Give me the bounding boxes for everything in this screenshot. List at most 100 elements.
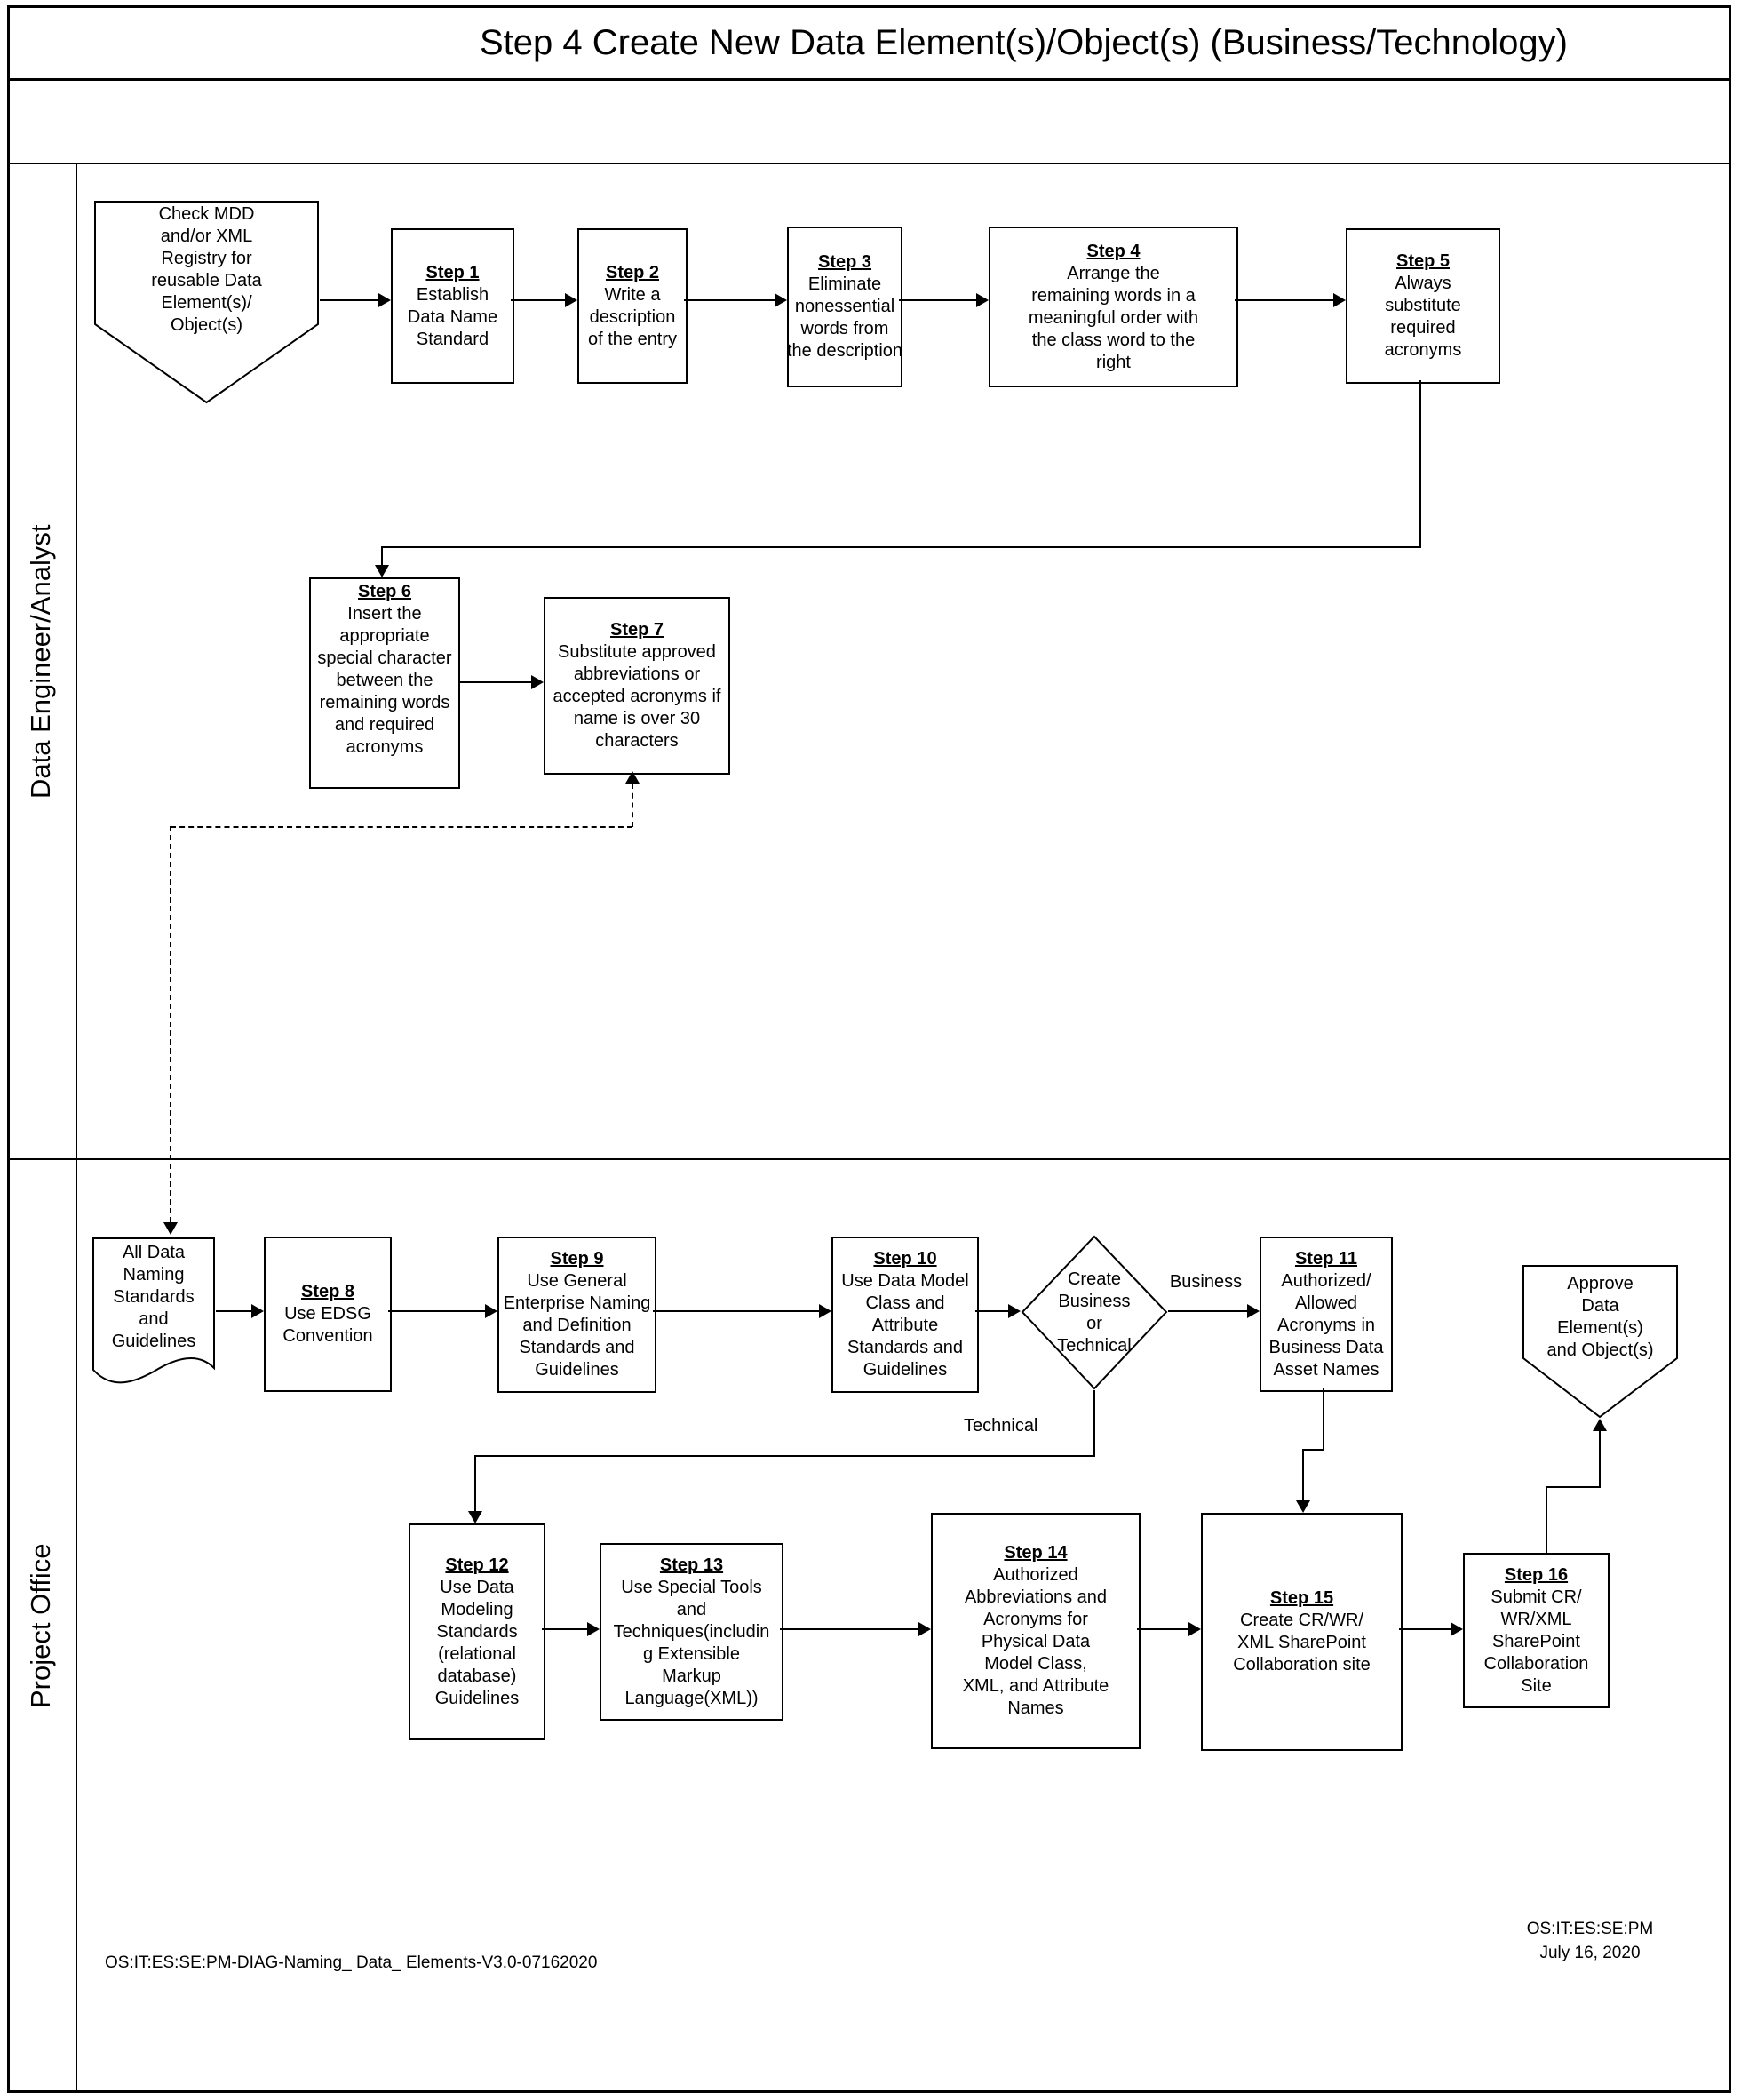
- edge-step6-step7: [460, 681, 531, 683]
- page-border: [7, 5, 1731, 2093]
- edge-step16-approve-v1: [1546, 1486, 1547, 1553]
- edge-step11-step15-h: [1302, 1449, 1324, 1451]
- edge-step14-step15: [1137, 1628, 1188, 1630]
- arrowhead-step9: [485, 1304, 497, 1318]
- node-step7: Step 7 Substitute approved abbreviations…: [544, 597, 730, 775]
- arrowhead-step8: [251, 1304, 264, 1318]
- diamond-shape: [1021, 1235, 1168, 1390]
- step14-title: Step 14: [1004, 1543, 1068, 1563]
- edge-step16-approve-h: [1546, 1486, 1601, 1488]
- arrowhead-step15-top: [1296, 1500, 1310, 1513]
- step1-title: Step 1: [425, 262, 480, 282]
- step16-body: Submit CR/ WR/XML SharePoint Collaborati…: [1483, 1587, 1589, 1696]
- edge-step11-step15-v1: [1323, 1388, 1324, 1451]
- arrowhead-step14: [918, 1622, 931, 1636]
- node-step1: Step 1 Establish Data Name Standard: [391, 228, 514, 384]
- footer-right-line2: July 16, 2020: [1539, 1944, 1641, 1962]
- lane-label-data-engineer-analyst: Data Engineer/Analyst: [25, 524, 56, 799]
- step10-title: Step 10: [873, 1249, 937, 1269]
- node-step5: Step 5 Always substitute required acrony…: [1346, 228, 1500, 384]
- arrowhead-step15-left: [1188, 1622, 1201, 1636]
- edge-step15-step16: [1399, 1628, 1451, 1630]
- arrowhead-step11: [1247, 1304, 1260, 1318]
- approve-text: Approve Data Element(s) and Object(s): [1546, 1274, 1654, 1360]
- step5-body: Always substitute required acronyms: [1384, 274, 1462, 360]
- label-technical: Technical: [964, 1416, 1038, 1436]
- step13-title: Step 13: [659, 1555, 724, 1575]
- node-step6: Step 6 Insert the appropriate special ch…: [309, 577, 460, 789]
- check-mdd-text: Check MDD and/or XML Registry for reusab…: [151, 204, 262, 335]
- step6-title: Step 6: [357, 582, 412, 601]
- node-step15: Step 15 Create CR/WR/ XML SharePoint Col…: [1201, 1513, 1403, 1751]
- step4-title: Step 4: [1086, 241, 1141, 261]
- step15-body: Create CR/WR/ XML SharePoint Collaborati…: [1233, 1611, 1371, 1674]
- edge-step4-step5: [1235, 299, 1333, 301]
- edge-step3-step4: [899, 299, 976, 301]
- edge-step5-step6-v2: [381, 546, 383, 565]
- edge-step10-decision: [975, 1310, 1008, 1312]
- arrowhead-alldata-dashed: [163, 1222, 178, 1235]
- lane-label-project-office: Project Office: [25, 1543, 56, 1708]
- arrowhead-approve: [1593, 1419, 1607, 1431]
- edge-decision-step11: [1168, 1310, 1247, 1312]
- edge-step1-step2: [511, 299, 565, 301]
- pentagon-down-shape: [94, 201, 319, 404]
- step7-body: Substitute approved abbreviations or acc…: [553, 642, 721, 751]
- node-all-data-doc: All Data Naming Standards and Guidelines: [91, 1237, 216, 1389]
- step9-title: Step 9: [550, 1249, 604, 1269]
- edge-step13-step14: [780, 1628, 918, 1630]
- node-step10: Step 10 Use Data Model Class and Attribu…: [831, 1237, 979, 1393]
- label-business: Business: [1169, 1272, 1243, 1292]
- decision-create-business-or-technical: Create Business or Technical: [1021, 1235, 1168, 1390]
- edge-checkmdd-step1: [320, 299, 378, 301]
- edge-step9-step10: [653, 1310, 819, 1312]
- step12-title: Step 12: [445, 1555, 509, 1575]
- step1-body: Establish Data Name Standard: [407, 284, 498, 349]
- node-step11: Step 11 Authorized/ Allowed Acronyms in …: [1260, 1237, 1393, 1392]
- lane-divider: [7, 1158, 1731, 1160]
- all-data-text: All Data Naming Standards and Guidelines: [111, 1243, 196, 1351]
- step3-title: Step 3: [817, 252, 872, 272]
- step7-title: Step 7: [609, 620, 664, 640]
- header-separator: [7, 163, 1731, 164]
- edge-technical-v1: [1093, 1390, 1095, 1457]
- pentagon-down-shape: [1522, 1265, 1678, 1419]
- arrowhead-step4: [976, 293, 989, 307]
- lane-label-divider: [76, 163, 77, 2093]
- title-separator: [7, 78, 1731, 81]
- edge-technical-v2: [474, 1455, 476, 1511]
- edge-technical-h: [474, 1455, 1095, 1457]
- step2-body: Write a description of the entry: [587, 284, 678, 349]
- arrowhead-step5: [1333, 293, 1346, 307]
- step14-body: Authorized Abbreviations and Acronyms fo…: [962, 1565, 1109, 1718]
- step6-body: Insert the appropriate special character…: [317, 604, 452, 757]
- arrowhead-step6: [375, 565, 389, 577]
- step8-title: Step 8: [300, 1282, 355, 1301]
- arrowhead-step13: [587, 1622, 600, 1636]
- decision-text: Create Business or Technical: [1057, 1269, 1132, 1356]
- step12-body: Use Data Modeling Standards (relational …: [434, 1577, 520, 1708]
- dashed-edge-v2: [170, 826, 171, 1222]
- step15-title: Step 15: [1269, 1588, 1334, 1608]
- node-step8: Step 8 Use EDSG Convention: [264, 1237, 392, 1392]
- edge-step5-step6-h: [381, 546, 1421, 548]
- node-step16: Step 16 Submit CR/ WR/XML SharePoint Col…: [1463, 1553, 1610, 1708]
- node-step2: Step 2 Write a description of the entry: [577, 228, 688, 384]
- edge-step12-step13: [542, 1628, 587, 1630]
- node-step4: Step 4 Arrange the remaining words in a …: [989, 227, 1238, 387]
- dashed-edge-h: [171, 826, 632, 828]
- step3-body: Eliminate nonessential words from the de…: [786, 274, 903, 361]
- node-step14: Step 14 Authorized Abbreviations and Acr…: [931, 1513, 1141, 1749]
- step16-title: Step 16: [1504, 1564, 1569, 1585]
- arrowhead-step1: [378, 293, 391, 307]
- arrowhead-decision: [1008, 1304, 1021, 1318]
- edge-step16-approve-v2: [1599, 1431, 1601, 1486]
- step10-body: Use Data Model Class and Attribute Stand…: [841, 1271, 969, 1380]
- node-approve-data: Approve Data Element(s) and Object(s): [1522, 1264, 1679, 1419]
- document-shape: [92, 1237, 215, 1384]
- arrowhead-step7: [531, 675, 544, 689]
- step13-body: Use Special Tools and Techniques(includi…: [613, 1577, 770, 1708]
- step5-title: Step 5: [1395, 251, 1451, 271]
- footer-left: OS:IT:ES:SE:PM-DIAG-Naming_ Data_ Elemen…: [105, 1953, 598, 1972]
